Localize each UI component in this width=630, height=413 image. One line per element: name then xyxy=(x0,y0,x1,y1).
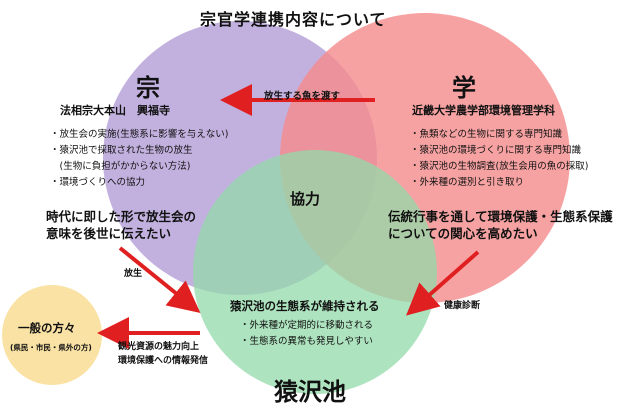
pond-circle xyxy=(193,150,437,394)
public-subtitle: (県民・市民・県外の方) xyxy=(10,343,92,352)
university-message-line: 伝統行事を通して環境保護・生態系保護 xyxy=(388,209,613,224)
public-circle xyxy=(2,285,102,385)
tourism-label: 観光資源の魅力向上 環境保護への情報発信 xyxy=(118,340,208,368)
pond-title: 猿沢池の生態系が維持される xyxy=(230,299,380,313)
public-title: 一般の方々 xyxy=(18,321,76,335)
pond-heading: 猿沢池 xyxy=(274,377,346,406)
university-item: ・外来種の選別と引き取り xyxy=(410,177,525,188)
tourism-label-line: 環境保護への情報発信 xyxy=(118,356,209,366)
health-label: 健康診断 xyxy=(444,301,481,311)
release-arrow xyxy=(118,246,201,314)
temple-message-line: 時代に即した形で放生会の xyxy=(46,209,197,224)
tourism-label-line: 観光資源の魅力向上 xyxy=(118,342,200,352)
pond-item: ・生態系の異常も発見しやすい xyxy=(240,336,373,347)
transfer-label: 放生する魚を渡す xyxy=(264,91,341,102)
temple-item: ・環境づくりへの協力 xyxy=(50,177,146,188)
university-item: ・猿沢池の環境づくりに関する専門知識 xyxy=(410,145,582,156)
cooperation-label: 協力 xyxy=(290,190,321,208)
temple-message-line: 意味を後世に伝えたい xyxy=(46,226,172,241)
temple-item: ・猿沢池で採取された生物の放生 xyxy=(50,145,193,156)
university-org: 近畿大学農学部環境管理学科 xyxy=(412,104,555,117)
page-title: 宗官学連携内容について xyxy=(200,10,387,29)
temple-item: (生物に負担がかからない方法) xyxy=(50,161,191,172)
temple-message: 時代に即した形で放生会の 意味を後世に伝えたい xyxy=(46,208,196,242)
university-heading: 学 xyxy=(452,73,476,102)
release-label: 放生 xyxy=(124,269,143,279)
university-item: ・猿沢池の生物調査(放生会用の魚の採取) xyxy=(410,161,589,172)
temple-org: 法相宗大本山 興福寺 xyxy=(60,104,170,117)
university-message: 伝統行事を通して環境保護・生態系保護 についての関心を高めたい xyxy=(388,208,613,242)
pond-items: ・外来種が定期的に移動される ・生態系の異常も発見しやすい xyxy=(240,318,373,350)
temple-heading: 宗 xyxy=(136,73,160,102)
university-item: ・魚類などの生物に関する専門知識 xyxy=(410,129,563,140)
university-items: ・魚類などの生物に関する専門知識 ・猿沢池の環境づくりに関する専門知識 ・猿沢池… xyxy=(410,127,588,191)
temple-items: ・放生会の実施(生態系に影響を与えない) ・猿沢池で採取された生物の放生 (生物… xyxy=(50,127,228,191)
university-message-line: についての関心を高めたい xyxy=(388,226,538,241)
health-arrow xyxy=(406,250,480,316)
pond-item: ・外来種が定期的に移動される xyxy=(240,320,374,331)
temple-item: ・放生会の実施(生態系に影響を与えない) xyxy=(50,129,229,140)
